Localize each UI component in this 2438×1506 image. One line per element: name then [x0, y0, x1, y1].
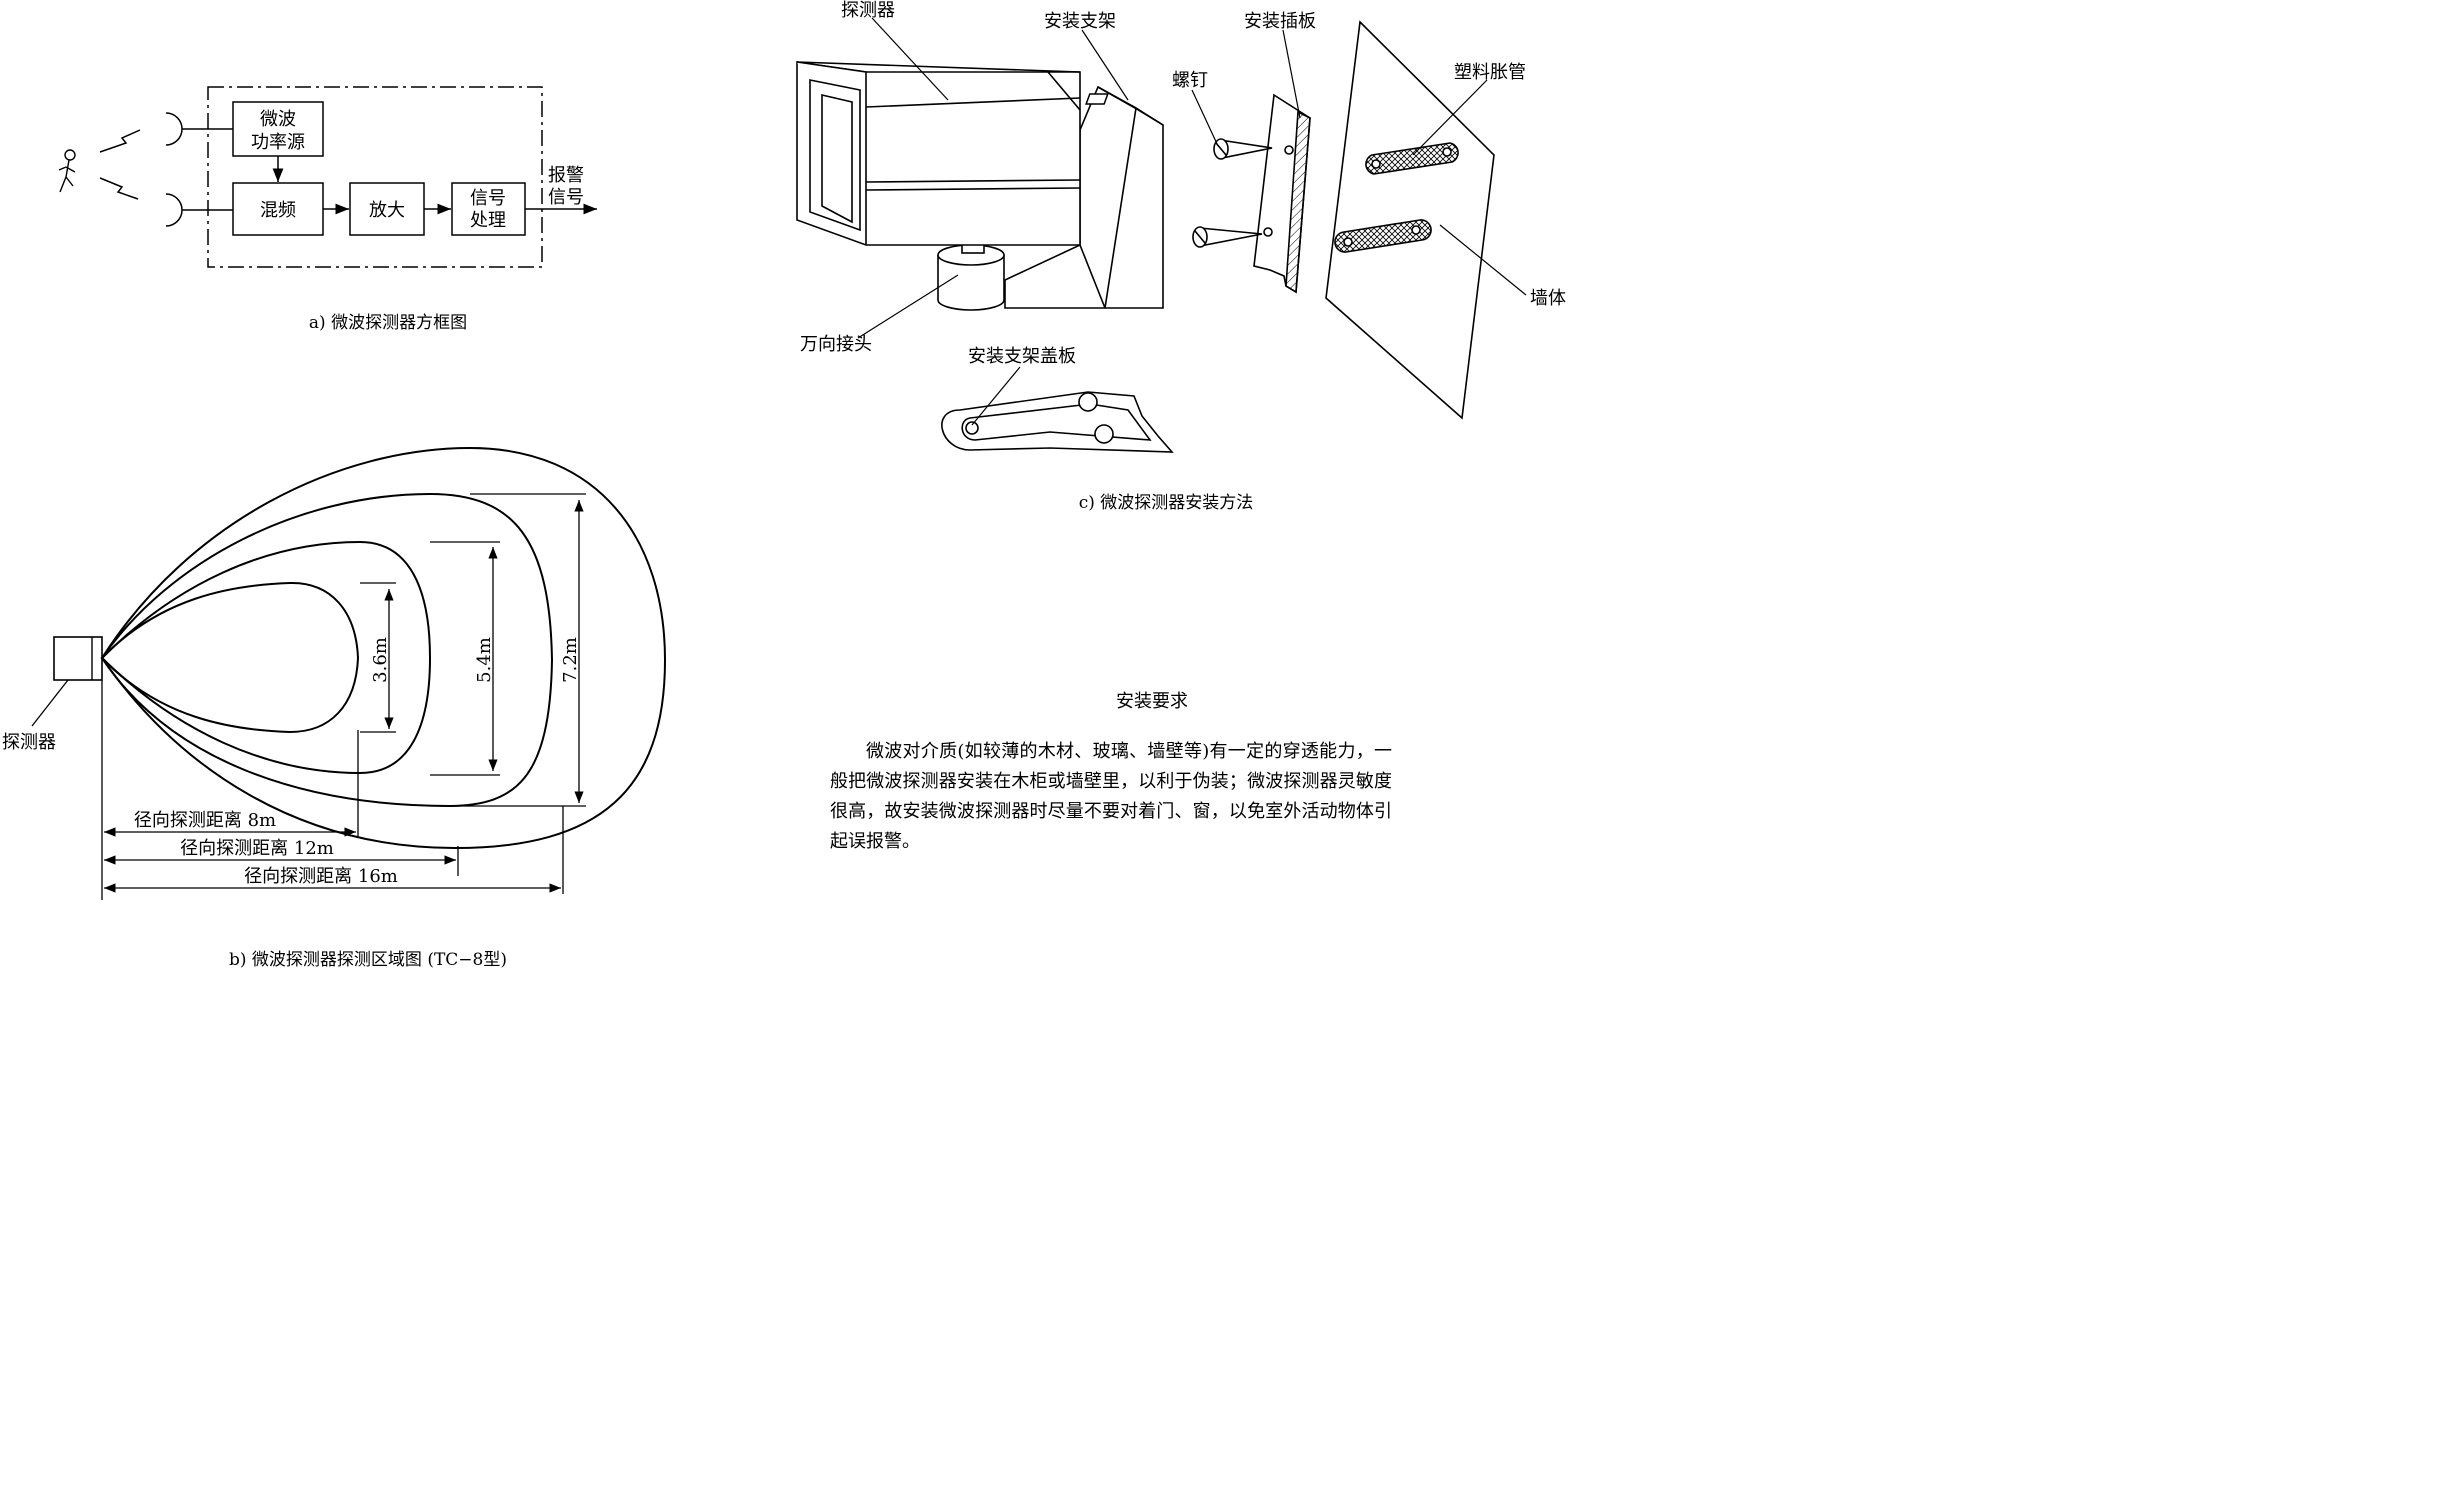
label-plate: 安装插板 [1244, 11, 1316, 32]
bracket-cover-plate [941, 391, 1174, 453]
diagram-a-block-diagram [58, 86, 597, 268]
diagram-c-text: 探测器 安装支架 安装插板 螺钉 塑料胀管 墙体 万向接头 安装支架盖板 c) … [800, 0, 1566, 513]
diagram-b-zones [31, 446, 667, 900]
diagram-b-text: 3.6m 5.4m 7.2m 径向探测距离 8m 径向探测距离 12m 径向探测… [2, 637, 581, 970]
diagram-c-installation [796, 17, 1527, 453]
zone-16m [100, 492, 554, 808]
requirements-paragraph: 微波对介质(如较薄的木材、玻璃、墙壁等)有一定的穿透能力，一般把微波探测器安装在… [830, 737, 1392, 857]
label-screw: 螺钉 [1172, 70, 1208, 91]
antenna-tx-icon [165, 112, 183, 146]
zone-8m [100, 581, 360, 734]
screw-top-icon [1213, 138, 1273, 160]
zone-outer [100, 446, 667, 850]
requirements-title: 安装要求 [1116, 691, 1188, 712]
output-label-line2: 信号 [548, 187, 584, 208]
box-power-line1: 微波 [260, 109, 296, 130]
caption-c: c) 微波探测器安装方法 [1079, 493, 1254, 513]
enclosure-dashdot [207, 86, 543, 268]
box-power-line2: 功率源 [251, 132, 305, 153]
radial-label-8: 径向探测距离 8m [134, 810, 276, 831]
bracket-slot [1085, 93, 1109, 105]
width-label-3.6: 3.6m [370, 637, 391, 683]
label-wall: 墙体 [1530, 288, 1566, 309]
figure-canvas: 微波 功率源 混频 放大 信号 处理 报警 信号 a) 微波探测器方框图 [2, 0, 1566, 970]
radial-label-12: 径向探测距离 12m [180, 838, 334, 859]
antenna-rx-icon [165, 193, 183, 227]
label-detector-c: 探测器 [841, 0, 895, 21]
box-amp [349, 182, 425, 236]
box-signal [451, 182, 526, 236]
detector-body [53, 636, 103, 681]
output-label-line1: 报警 [548, 165, 584, 186]
box-mixer [232, 182, 324, 236]
wall-panel [1325, 20, 1495, 420]
label-bracket: 安装支架 [1044, 11, 1116, 32]
radial-label-16: 径向探测距离 16m [244, 866, 398, 887]
width-label-5.4: 5.4m [474, 637, 495, 683]
box-signal-line1: 信号 [470, 188, 506, 209]
anchor-bottom [1334, 219, 1432, 253]
box-power [232, 101, 324, 157]
label-joint: 万向接头 [800, 334, 872, 355]
width-label-7.2: 7.2m [560, 637, 581, 683]
universal-joint [937, 240, 1005, 311]
wave-out-icon [99, 129, 141, 153]
zone-12m [100, 540, 432, 775]
label-cover: 安装支架盖板 [968, 346, 1076, 367]
anchor-top [1365, 142, 1459, 175]
label-anchor: 塑料胀管 [1454, 62, 1526, 83]
caption-a: a) 微波探测器方框图 [309, 313, 467, 333]
box-mixer-label: 混频 [260, 200, 296, 221]
intruder-figure-icon [58, 149, 76, 193]
diagram-a-text: 微波 功率源 混频 放大 信号 处理 报警 信号 a) 微波探测器方框图 [251, 109, 584, 333]
detector-label-b: 探测器 [2, 732, 56, 753]
box-signal-line2: 处理 [470, 210, 506, 231]
wave-in-icon [99, 177, 139, 200]
requirements-text: 微波对介质(如较薄的木材、玻璃、墙壁等)有一定的穿透能力，一般把微波探测器安装在… [830, 741, 1392, 852]
box-amp-label: 放大 [369, 200, 405, 221]
mounting-plate [1253, 93, 1311, 294]
detector-housing [796, 61, 1081, 246]
caption-b: b) 微波探测器探测区域图 (TC−8型) [229, 950, 507, 970]
screw-bottom-icon [1192, 226, 1263, 248]
